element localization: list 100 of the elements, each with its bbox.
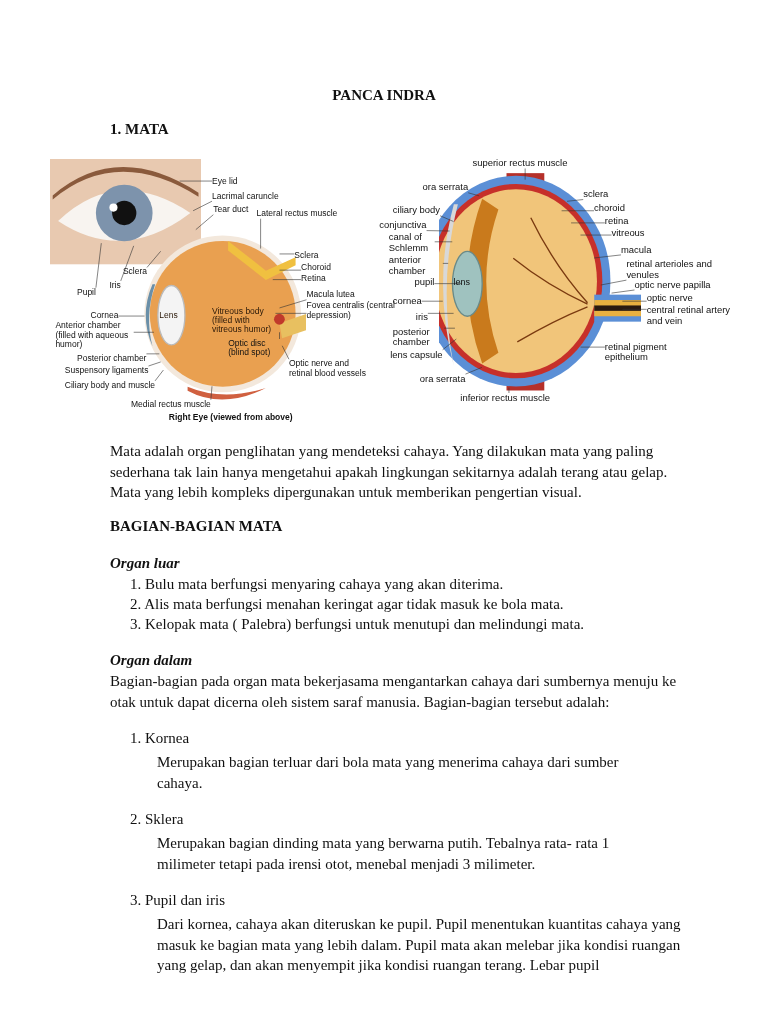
leader-line <box>600 279 627 286</box>
part-label: Retina <box>301 274 326 284</box>
part-label: ora serrata <box>422 182 469 193</box>
part-label: canal of Schlemm <box>388 232 435 254</box>
part-label: Suspensory ligaments <box>64 366 149 376</box>
leader-line <box>279 269 302 271</box>
leader-line <box>467 192 480 197</box>
part-label: Eye lid <box>212 177 238 187</box>
part-label: lens capsule <box>390 349 443 361</box>
leader-line <box>275 313 307 314</box>
part-label: Choroid <box>301 262 331 273</box>
leader-line <box>146 250 161 268</box>
paragraph: Dari kornea, cahaya akan diteruskan ke pupil. Pupil menentukan kuantitas cahaya yang masuk ke bagian mata yang lebih dalam. Pupil mata akan melebar jika kondisi ruangan yang gelap, dan akan menyempit jika kondisi ruangan terang. Lebar pupil <box>157 915 682 975</box>
paragraph: Bagian-bagian pada organ mata bekerjasama mengantarkan cahaya dari sumbernya menuju ke otak untuk dapat dicerna oleh sistem saraf manusia. Bagian-bagian tersebut adalah: <box>110 672 678 712</box>
list-item: 3. Kelopak mata ( Palebra) berfungsi untuk menutupi dan melindungi mata. <box>130 615 586 634</box>
leader-line <box>622 300 647 302</box>
page-title: PANCA INDRA <box>331 86 437 105</box>
leader-line <box>279 331 280 340</box>
leader-line <box>260 218 261 249</box>
leader-line <box>561 210 595 212</box>
part-label: Ciliary body and muscle <box>64 380 156 391</box>
figure-caption: Right Eye (viewed from above) <box>168 413 293 423</box>
part-label: Anterior chamber (filled with aqueous humor) <box>55 321 134 350</box>
part-label: Lacrimal caruncle <box>212 191 279 202</box>
leader-line <box>95 242 102 288</box>
part-label: lens <box>453 278 471 289</box>
leader-line <box>434 283 462 284</box>
part-label: Optic nerve and retinal blood vessels <box>288 359 370 378</box>
leader-line <box>570 222 606 224</box>
list-item: 2. Sklera <box>130 810 185 829</box>
subheading: Organ dalam <box>110 651 193 670</box>
leader-line <box>148 361 161 367</box>
leader-line <box>427 313 454 314</box>
part-label: Optic disc (blind spot) <box>228 339 285 358</box>
part-label: Cornea <box>90 310 119 320</box>
leader-line <box>179 180 213 182</box>
leader-line <box>622 309 647 310</box>
leader-line <box>465 367 483 375</box>
part-label: Sclera <box>294 251 319 261</box>
subheading: Organ luar <box>110 554 180 573</box>
leader-line <box>279 299 307 309</box>
leader-line <box>439 215 454 222</box>
part-label: Sclera <box>122 267 147 277</box>
leader-line <box>611 289 635 294</box>
leader-line <box>210 385 213 401</box>
leader-line <box>442 263 449 264</box>
leader-line <box>580 234 612 236</box>
part-label: Lateral rectus muscle <box>256 209 338 219</box>
leader-line <box>118 315 145 317</box>
leader-line <box>524 168 526 180</box>
part-label: Pupil <box>77 287 96 298</box>
part-label: Iris <box>109 280 121 291</box>
part-label: choroid <box>594 202 625 214</box>
paragraph: Mata adalah organ penglihatan yang mendeteksi cahaya. Yang dilakukan mata yang paling sederhana tak lain hanya mengetahui apakah lingkungan sekitarnya adalah terang atau gelap. Mata yang lebih kompleks dipergunakan untuk memberikan pengertian visual. <box>110 442 669 502</box>
part-label: Medial rectus muscle <box>131 399 211 410</box>
leader-line <box>281 345 290 360</box>
part-label: inferior rectus muscle <box>460 393 551 404</box>
leader-line <box>443 327 456 329</box>
leader-line <box>580 346 606 348</box>
part-label: ciliary body <box>392 205 441 216</box>
part-label: Fovea centralis (central depression) <box>306 301 396 320</box>
leader-line <box>133 331 155 333</box>
part-label: retina <box>604 216 629 227</box>
part-label: Macula lutea <box>306 290 355 300</box>
part-label: ora serrata <box>419 374 466 385</box>
section-heading: BAGIAN-BAGIAN MATA <box>110 517 283 536</box>
part-label: sclera <box>583 189 609 200</box>
paragraph: Merupakan bagian terluar dari bola mata yang menerima cahaya dari sumber cahaya. <box>157 753 620 793</box>
part-label: retinal pigment epithelium <box>604 341 689 363</box>
section-heading: 1. MATA <box>110 120 169 139</box>
leader-line <box>593 254 622 259</box>
leader-line <box>154 369 164 382</box>
part-label: superior rectus muscle <box>472 158 568 169</box>
part-label: iris <box>415 312 428 323</box>
leader-line <box>508 387 510 394</box>
part-label: central retinal artery and vein <box>646 305 734 327</box>
leader-line <box>434 241 453 243</box>
leader-line <box>279 253 295 255</box>
leader-line <box>146 353 160 355</box>
leader-line <box>421 300 444 302</box>
list-item: 1. Bulu mata berfungsi menyaring cahaya yang akan diterima. <box>130 575 505 594</box>
paragraph: Merupakan bagian dinding mata yang berwarna putih. Tebalnya rata- rata 1 milimeter tetapi pada irensi otot, menebal menjadi 3 milimeter. <box>157 834 611 874</box>
part-label: Posterior chamber <box>77 353 147 364</box>
part-label: optic nerve <box>646 293 693 304</box>
part-label: conjunctiva <box>379 220 427 231</box>
part-label: vitreous <box>611 228 645 239</box>
part-label: optic nerve papilla <box>634 279 711 290</box>
part-label: Vitreous body (filled with vitreous humor) <box>212 306 272 335</box>
list-item: 3. Pupil dan iris <box>130 891 226 910</box>
part-label: macula <box>621 244 652 255</box>
leader-line <box>426 230 450 232</box>
part-label: Lens <box>159 310 178 320</box>
list-item: 2. Alis mata berfungsi menahan keringat agar tidak masuk ke bola mata. <box>130 595 565 614</box>
list-item: 1. Kornea <box>130 729 191 748</box>
leader-line <box>566 199 584 202</box>
leader-line <box>272 279 302 280</box>
leader-line <box>120 245 134 282</box>
leader-line <box>195 214 214 230</box>
leader-line <box>192 200 213 212</box>
leader-line <box>442 338 457 351</box>
